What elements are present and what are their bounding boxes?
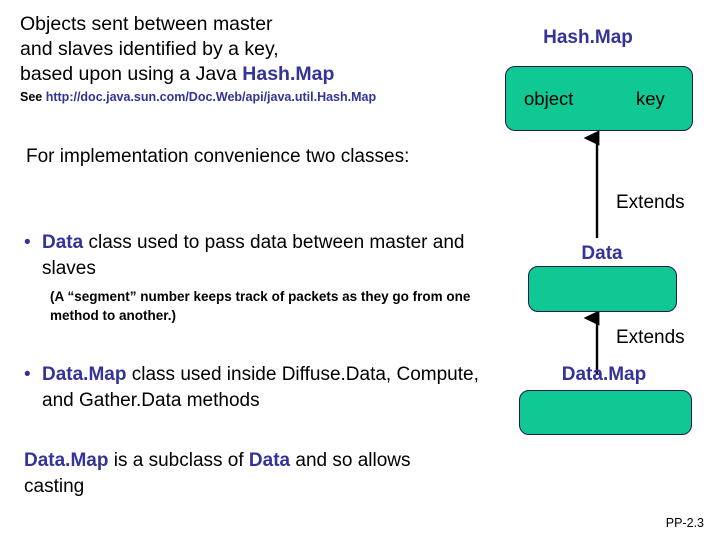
datamap-description: class used inside Diffuse.Data, Compute,…	[42, 364, 479, 411]
node-label-datamap: Data.Map	[561, 364, 647, 385]
lead-line-2: and slaves identified by a key,	[20, 38, 279, 60]
data-keyword: Data	[42, 232, 84, 253]
closing-keyword-datamap: Data.Map	[24, 450, 109, 471]
bullet-marker-icon: •	[24, 364, 31, 385]
bullet-data-text: Data class used to pass data between mas…	[42, 230, 484, 282]
lead-line-3-text: based upon using a Java	[20, 63, 243, 85]
page-number: PP-2.3	[665, 516, 704, 530]
data-description: class used to pass data between master a…	[42, 232, 465, 279]
bullet-datamap-text: Data.Map class used inside Diffuse.Data,…	[42, 362, 494, 414]
node-label-hashmap: Hash.Map	[543, 27, 633, 48]
see-reference-line: See http://doc.java.sun.com/Doc.Web/api/…	[20, 89, 490, 105]
inheritance-arrows	[583, 130, 600, 375]
bullet-marker-icon: •	[24, 232, 31, 253]
see-label: See	[20, 90, 46, 104]
hashmap-cell-object: object	[524, 88, 574, 109]
closing-keyword-data: Data	[248, 450, 291, 471]
lead-line-3: based upon using a Java Hash.Map	[20, 62, 490, 87]
node-box-datamap[interactable]	[519, 390, 692, 435]
closing-statement: Data.Map is a subclass of Data and so al…	[24, 448, 464, 500]
implementation-note: For implementation convenience two class…	[26, 146, 410, 167]
node-box-data[interactable]	[528, 266, 677, 312]
segment-number-note: (A “segment” number keeps track of packe…	[50, 289, 471, 323]
hashmap-cell-key: key	[636, 88, 665, 109]
class-hierarchy-diagram: Hash.Map object key Extends Data Extends…	[495, 0, 720, 540]
list-item-data-class: • Data class used to pass data between m…	[24, 230, 484, 282]
hashmap-doc-link[interactable]: http://doc.java.sun.com/Doc.Web/api/java…	[45, 90, 377, 104]
hashmap-keyword: Hash.Map	[242, 63, 335, 85]
lead-paragraph: Objects sent between master and slaves i…	[20, 12, 490, 105]
closing-middle-text: is a subclass of	[108, 450, 249, 471]
datamap-keyword: Data.Map	[42, 364, 127, 385]
edge-label-extends-data-hashmap: Extends	[616, 192, 685, 213]
list-item-datamap-class: • Data.Map class used inside Diffuse.Dat…	[24, 362, 494, 414]
lead-line-1: Objects sent between master	[20, 13, 273, 35]
node-label-data: Data	[581, 243, 623, 264]
closing-tail-text: and so allows casting	[24, 450, 411, 497]
edge-label-extends-datamap-data: Extends	[616, 327, 685, 348]
left-content-column: Objects sent between master and slaves i…	[20, 12, 494, 500]
node-box-hashmap[interactable]	[505, 66, 693, 131]
